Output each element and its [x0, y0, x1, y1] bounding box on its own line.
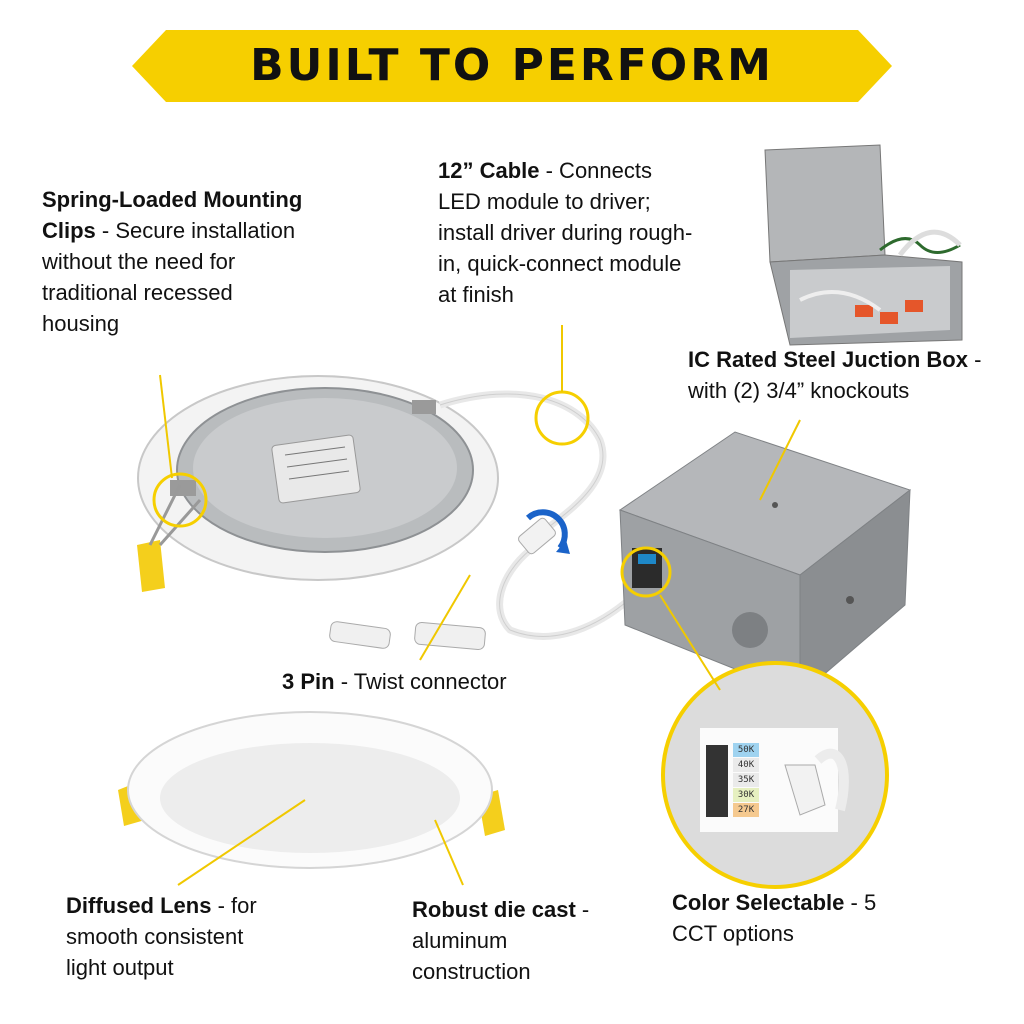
cct-label: 40K — [737, 760, 755, 770]
callout-twist-connector-text: - Twist connector — [334, 669, 507, 694]
callout-color-selectable-title: Color Selectable — [672, 890, 845, 915]
loose-connectors — [329, 621, 486, 651]
callout-junction-box: IC Rated Steel Juction Box - with (2) 3/… — [688, 344, 998, 406]
callout-mounting-clips-title: Spring-Loaded Mounting Clips — [42, 187, 303, 243]
open-junction-box — [764, 144, 963, 346]
downlight-front — [118, 711, 505, 869]
cct-label: 27K — [737, 805, 755, 815]
twist-connector — [518, 509, 570, 555]
callout-mounting-clips-text: - Secure installation without the need f… — [42, 218, 296, 336]
callout-diffused-lens: Diffused Lens - for smooth consistent li… — [66, 890, 282, 983]
callout-diffused-lens-text: - for smooth consistent light output — [66, 893, 257, 980]
callout-cable-title: 12” Cable — [438, 158, 540, 183]
banner-shape — [132, 30, 892, 102]
callout-junction-box-title: IC Rated Steel Juction Box — [688, 347, 968, 372]
selector-highlight-circle — [620, 546, 672, 598]
title-banner: BUILT TO PERFORM — [132, 30, 892, 102]
cct-selector-inset — [661, 661, 889, 889]
led-module-back — [137, 375, 499, 581]
callout-twist-connector-title: 3 Pin — [282, 669, 335, 694]
callout-die-cast: Robust die cast - aluminum construction — [412, 894, 592, 987]
callout-cable: 12” Cable - Connects LED module to drive… — [438, 155, 694, 310]
callout-die-cast-title: Robust die cast — [412, 897, 576, 922]
cct-label: 35K — [737, 775, 755, 785]
cct-label: 50K — [737, 745, 755, 755]
banner-title: BUILT TO PERFORM — [250, 40, 774, 91]
cct-label-list: 50K 40K 35K 30K 27K — [733, 743, 759, 818]
callout-junction-box-text: - with (2) 3/4” knockouts — [688, 347, 982, 403]
callout-cable-text: - Connects LED module to driver; install… — [438, 158, 693, 307]
mounting-clips — [137, 484, 202, 592]
callout-twist-connector: 3 Pin - Twist connector — [282, 666, 542, 697]
callout-diffused-lens-title: Diffused Lens — [66, 893, 212, 918]
callout-lines — [159, 325, 801, 886]
clip-highlight-circle — [152, 472, 208, 528]
driver-junction-box — [618, 431, 912, 697]
cct-label: 30K — [737, 790, 755, 800]
callout-mounting-clips: Spring-Loaded Mounting Clips - Secure in… — [42, 184, 312, 339]
callout-die-cast-text: - aluminum construction — [412, 897, 590, 984]
callout-color-selectable: Color Selectable - 5 CCT options — [672, 887, 882, 949]
callout-color-selectable-text: - 5 CCT options — [672, 890, 877, 946]
